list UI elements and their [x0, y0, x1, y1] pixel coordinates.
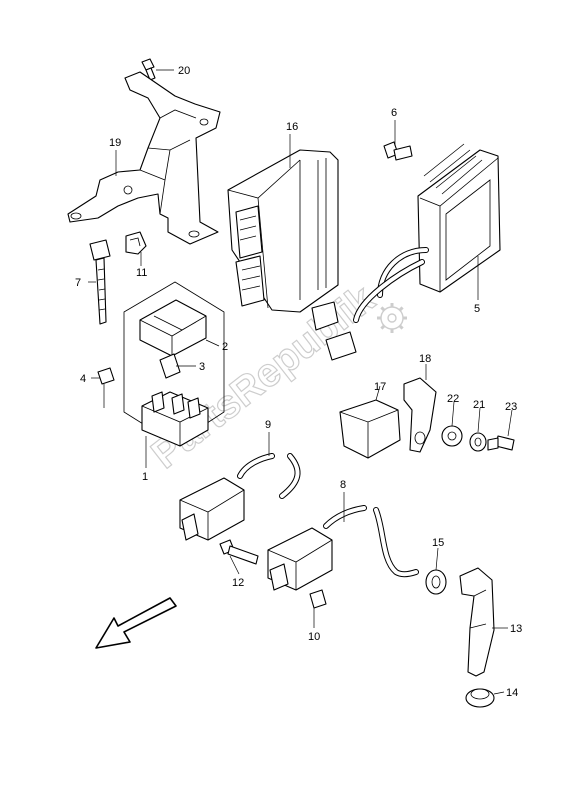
- callout-9: 9: [265, 419, 271, 431]
- part-1-relay: [141, 391, 209, 447]
- callout-14: 14: [506, 687, 518, 699]
- leader-lines: [88, 69, 513, 695]
- callout-labels: 20 19 7 11 16 6 5 2 3 4 1 9 8 10 12 18 1…: [75, 65, 522, 699]
- part-5-regulator: [311, 143, 501, 361]
- callout-17: 17: [374, 381, 386, 393]
- part-3-fuse: [159, 353, 181, 379]
- callout-23: 23: [505, 401, 517, 413]
- callout-8: 8: [340, 479, 346, 491]
- callout-22: 22: [447, 393, 459, 405]
- part-21-collar: [469, 432, 487, 452]
- callout-2: 2: [222, 341, 228, 353]
- part-17-relay: [339, 399, 401, 459]
- callout-3: 3: [199, 361, 205, 373]
- callout-13: 13: [510, 623, 522, 635]
- callout-1: 1: [142, 471, 148, 483]
- direction-arrow-icon: [95, 597, 177, 649]
- part-6-bolt: [383, 141, 413, 161]
- part-1-assembly-box: [123, 281, 225, 445]
- part-15-seal: [425, 569, 447, 595]
- callout-4: 4: [80, 373, 86, 385]
- callout-21: 21: [473, 399, 485, 411]
- part-10-cap: [309, 589, 327, 609]
- part-22-grommet: [441, 425, 463, 447]
- callout-11: 11: [136, 267, 147, 279]
- callout-7: 7: [75, 277, 81, 289]
- part-13-plug-cap: [459, 567, 495, 677]
- part-23-bolt: [487, 435, 515, 451]
- callout-16: 16: [286, 121, 298, 133]
- part-8-ignition-coil: [267, 505, 419, 591]
- part-16-ecm: [227, 149, 339, 313]
- part-11-clip: [125, 231, 147, 255]
- callout-19: 19: [109, 137, 121, 149]
- gear-icon: [377, 303, 407, 333]
- part-18-bracket: [403, 377, 437, 453]
- part-14-seal-ring: [465, 688, 495, 708]
- callout-10: 10: [308, 631, 320, 643]
- part-20-bolt: [141, 58, 156, 81]
- callout-15: 15: [432, 537, 444, 549]
- callout-12: 12: [232, 577, 244, 589]
- callout-20: 20: [178, 65, 190, 77]
- part-4-screw: [97, 367, 115, 408]
- part-9-ignition-coil: [179, 453, 301, 541]
- callout-5: 5: [474, 303, 480, 315]
- callout-6: 6: [391, 107, 397, 119]
- part-19-bracket: [67, 71, 221, 245]
- part-12-bolt: [219, 539, 259, 565]
- part-7-tie-band: [89, 239, 111, 325]
- callout-18: 18: [419, 353, 431, 365]
- part-2-cover: [139, 299, 207, 357]
